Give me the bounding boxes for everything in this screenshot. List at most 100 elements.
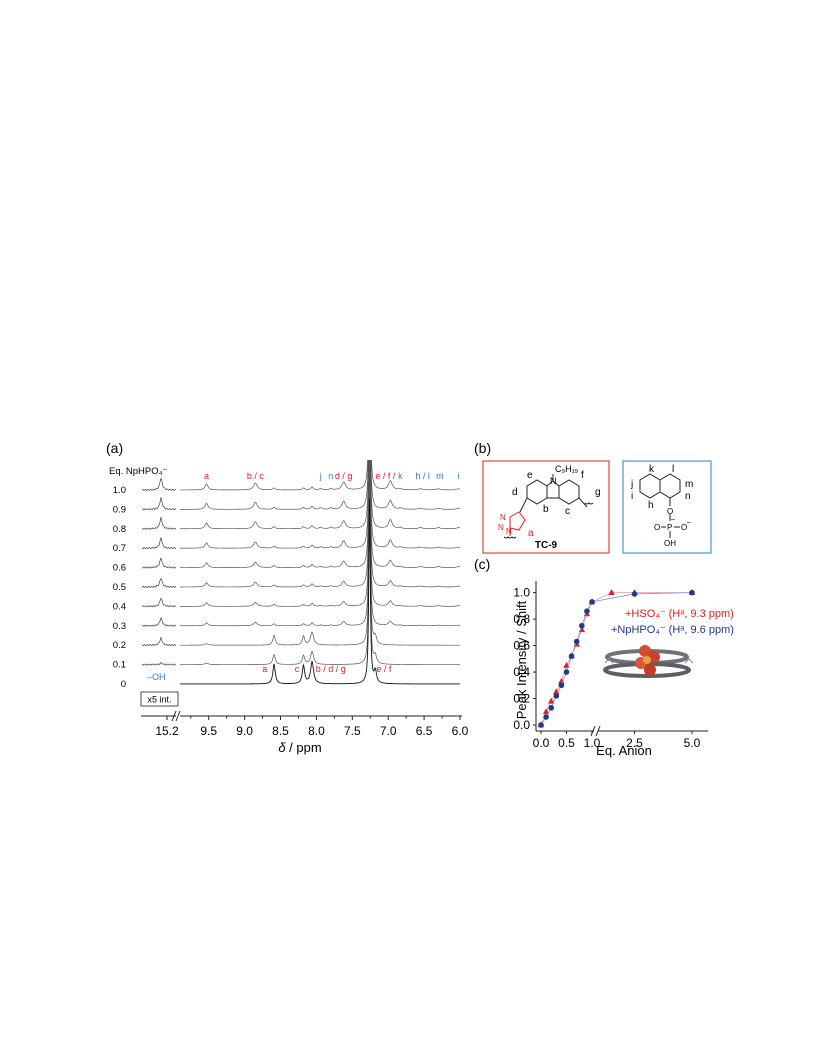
spectrum-9 bbox=[180, 479, 460, 665]
spectrum-3 bbox=[180, 460, 460, 549]
tc9-triazole-bond bbox=[519, 497, 528, 513]
nphpo4-point-8 bbox=[579, 622, 585, 629]
nphpo4-point-11 bbox=[631, 591, 638, 597]
tc9-triazole bbox=[509, 511, 526, 536]
oh-label: –OH bbox=[147, 672, 166, 682]
oh-inset-spectrum-1 bbox=[141, 496, 177, 511]
ppm-tick-label-2: 8.5 bbox=[272, 724, 289, 738]
eq-value-7: 0.3 bbox=[113, 621, 126, 632]
spectrum-8 bbox=[180, 460, 460, 646]
anion-atom-i: i bbox=[631, 491, 633, 502]
nphpo4-point-2 bbox=[548, 704, 554, 711]
tc9-ring-left bbox=[526, 479, 548, 505]
naphthyl-ring-right bbox=[659, 473, 681, 499]
triazole-n-2: N bbox=[498, 523, 504, 532]
top-peak-label-0: a bbox=[204, 471, 209, 481]
top-peak-label-8: m bbox=[436, 471, 444, 481]
anion-o-double: O bbox=[654, 523, 660, 532]
bottom-peak-label-2: b / d / g bbox=[316, 664, 346, 674]
panel-c-series bbox=[537, 589, 696, 728]
top-peak-label-5: e / f / bbox=[375, 471, 396, 481]
x-axis-break bbox=[590, 725, 601, 737]
tc9-wavy-right bbox=[584, 502, 594, 505]
bottom-peak-label-0: a bbox=[262, 664, 267, 674]
eq-value-4: 0.6 bbox=[113, 563, 126, 574]
tc9-atom-b: b bbox=[543, 504, 549, 515]
spectrum-0 bbox=[180, 460, 460, 491]
panel-c-binding-isotherm: (c) Peak Intensity / Shift 0.00.20.40.60… bbox=[474, 556, 734, 758]
panel-a-x-axis bbox=[141, 710, 462, 722]
eq-value-5: 0.5 bbox=[113, 582, 126, 593]
x-axis-title: δ / ppm bbox=[278, 740, 321, 755]
panel-b-label: (b) bbox=[474, 440, 491, 456]
anion-atom-h: h bbox=[648, 500, 654, 511]
tc9-wavy-bottom bbox=[503, 536, 517, 539]
x-tick-label-1: 0.5 bbox=[558, 736, 575, 750]
oh-inset-spectrum-9 bbox=[141, 662, 177, 666]
top-peak-label-6: k bbox=[398, 471, 403, 481]
oh-inset-spectrum-8 bbox=[141, 636, 177, 647]
eq-value-3: 0.7 bbox=[113, 543, 126, 554]
tc9-name: TC-9 bbox=[535, 540, 558, 551]
panel-b-structures: (b) N C₉H₁₉ e f d g b c a N N N TC-9 bbox=[474, 440, 712, 554]
x5-intensity-label: x5 int. bbox=[147, 695, 171, 705]
top-peak-label-4: d / g bbox=[335, 471, 353, 481]
nphpo4-point-3 bbox=[553, 693, 560, 699]
panel-c-label: (c) bbox=[474, 556, 490, 572]
bottom-peak-label-3: e / f bbox=[376, 664, 392, 674]
eq-value-1: 0.9 bbox=[113, 504, 126, 515]
nphpo4-point-10 bbox=[589, 599, 595, 605]
molecular-model-image bbox=[603, 645, 694, 678]
ppm-tick-label-0: 9.5 bbox=[200, 724, 217, 738]
anion-atom-m: m bbox=[685, 479, 693, 490]
panel-c-x-axis-title: Eq. Anion bbox=[596, 743, 652, 758]
eq-value-2: 0.8 bbox=[113, 524, 126, 535]
spectrum-6 bbox=[180, 460, 460, 607]
hso4-point-11 bbox=[608, 589, 615, 596]
eq-header: Eq. NpHPO₄⁻ bbox=[109, 466, 168, 477]
spectrum-1 bbox=[180, 460, 460, 510]
x-tick-label-0: 0.0 bbox=[533, 736, 550, 750]
ppm-tick-label-3: 8.0 bbox=[308, 724, 325, 738]
ppm-tick-label-7: 6.0 bbox=[452, 724, 469, 738]
nphpo4-point-5 bbox=[563, 669, 570, 675]
nphpo4-point-7 bbox=[573, 638, 580, 645]
oxygen-sphere-4 bbox=[644, 664, 656, 676]
anion-atom-n: n bbox=[685, 491, 691, 502]
oh-inset-spectrum-6 bbox=[141, 597, 177, 608]
eq-value-labels: 1.00.90.80.70.60.50.40.30.20.10 bbox=[113, 485, 126, 690]
nphpo4-point-6 bbox=[568, 653, 575, 659]
eq-value-6: 0.4 bbox=[113, 601, 126, 612]
y-tick-label-3: 0.6 bbox=[513, 639, 530, 653]
triazole-ring bbox=[509, 511, 526, 531]
eq-value-9: 0.1 bbox=[113, 660, 126, 671]
top-peak-label-9: i bbox=[458, 471, 460, 481]
anion-structure bbox=[639, 473, 681, 538]
anion-o-charge: – bbox=[687, 519, 691, 526]
oh-inset-spectrum-4 bbox=[141, 557, 177, 569]
x-tick-label-3: 2.5 bbox=[626, 736, 643, 750]
nphpo4-point-9 bbox=[584, 608, 590, 614]
y-tick-label-1: 0.2 bbox=[513, 692, 530, 706]
spectrum-2 bbox=[180, 460, 460, 530]
eq-value-8: 0.2 bbox=[113, 640, 126, 651]
x-tick-label-4: 5.0 bbox=[684, 736, 701, 750]
tc9-atom-c: c bbox=[565, 506, 570, 517]
spectrum-7 bbox=[180, 460, 460, 627]
oh-inset-spectrum-3 bbox=[141, 536, 177, 550]
hso4-point-1 bbox=[542, 708, 550, 715]
tc9-atom-a: a bbox=[528, 528, 534, 539]
tc9-n-label: N bbox=[550, 476, 557, 486]
ppm-tick-label-6: 6.5 bbox=[416, 724, 433, 738]
top-peak-label-1: b / c bbox=[247, 471, 265, 481]
oxygen-sphere-1 bbox=[639, 645, 651, 657]
anion-atom-k: k bbox=[649, 464, 655, 475]
axis-break-marks bbox=[171, 710, 181, 722]
bottom-peak-label-1: c bbox=[295, 664, 300, 674]
anion-p-charge: – bbox=[671, 516, 675, 523]
legend-hso4: +HSO₄⁻ (Hᵃ, 9.3 ppm) bbox=[625, 608, 734, 620]
inset-tick-label: 15.2 bbox=[155, 724, 179, 738]
